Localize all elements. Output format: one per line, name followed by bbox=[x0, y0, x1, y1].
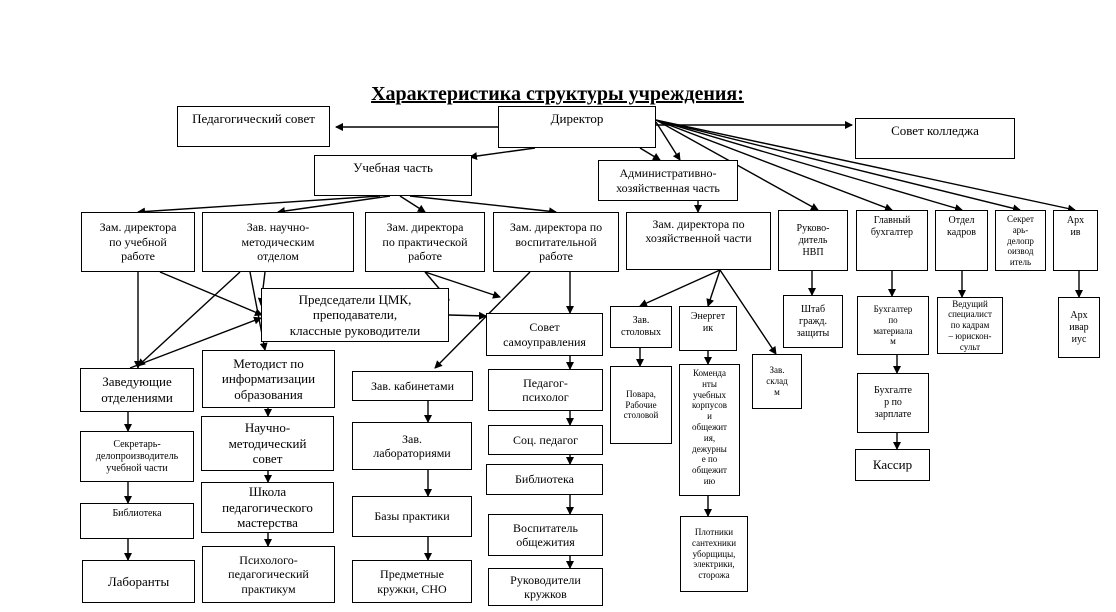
connector-arrow bbox=[399, 195, 426, 213]
node-civil-defense: Штаб гражд. защиты bbox=[783, 295, 843, 348]
node-head-method: Зав. научно- методическим отделом bbox=[202, 212, 354, 272]
node-psych-workshop: Психолого- педагогический практикум bbox=[202, 546, 335, 603]
node-dep-academic: Зам. директора по учебной работе bbox=[81, 212, 195, 272]
connector-arrow bbox=[639, 269, 721, 307]
node-school-skill: Школа педагогического мастерства bbox=[201, 482, 334, 533]
node-ped-council: Педагогический совет bbox=[177, 106, 330, 147]
connector-arrow bbox=[655, 119, 1076, 213]
node-payroll-accountant: Бухгалте р по зарплате bbox=[857, 373, 929, 433]
node-cashier: Кассир bbox=[855, 449, 930, 481]
node-energy: Энергет ик bbox=[679, 306, 737, 351]
node-nvp-head: Руково- дитель НВП bbox=[778, 210, 848, 271]
node-library-education: Библиотека bbox=[486, 464, 603, 495]
node-canteen-head: Зав. столовых bbox=[610, 306, 672, 348]
node-dep-economic: Зам. директора по хозяйственной части bbox=[626, 212, 771, 270]
node-material-accountant: Бухгалтер по материала м bbox=[857, 296, 929, 355]
node-dorm-educator: Воспитатель общежития bbox=[488, 514, 603, 556]
connector-arrow bbox=[706, 269, 721, 307]
node-maintenance-workers: Плотники сантехники уборщицы, электрики,… bbox=[680, 516, 748, 592]
connector-arrow bbox=[655, 119, 963, 212]
connector-arrow bbox=[277, 195, 391, 215]
connector-arrow bbox=[719, 269, 777, 355]
connector-arrow bbox=[159, 271, 263, 316]
node-lab-assistants: Лаборанты bbox=[82, 560, 195, 603]
connector-arrow bbox=[655, 119, 1021, 213]
node-archivist: Арх ивар иус bbox=[1058, 297, 1100, 358]
node-cab-heads: Зав. кабинетами bbox=[352, 371, 473, 401]
node-hr-dept: Отдел кадров bbox=[935, 210, 988, 271]
node-admin-econ-part: Административно- хозяйственная часть bbox=[598, 160, 738, 201]
node-hr-specialist: Ведущий специалист по кадрам – юрискон- … bbox=[937, 297, 1003, 354]
node-clubs-sno: Предметные кружки, СНО bbox=[352, 560, 472, 603]
node-director: Директор bbox=[498, 106, 656, 148]
connector-arrow bbox=[129, 316, 262, 369]
node-club-leaders: Руководители кружков bbox=[488, 568, 603, 606]
node-dep-practice: Зам. директора по практической работе bbox=[365, 212, 485, 272]
connector-arrow bbox=[655, 121, 681, 161]
node-academic-part: Учебная часть bbox=[314, 155, 472, 196]
node-secretary-top: Секрет арь- делопр оизвод итель bbox=[995, 210, 1046, 271]
connector-arrow bbox=[409, 195, 557, 216]
node-warehouse-head: Зав. склад м bbox=[752, 354, 802, 409]
node-dep-education: Зам. директора по воспитательной работе bbox=[493, 212, 619, 272]
connector-arrow bbox=[655, 119, 893, 212]
connector-arrow bbox=[137, 195, 381, 216]
node-self-government: Совет самоуправления bbox=[486, 313, 603, 356]
connector-arrow bbox=[639, 147, 661, 161]
connector-arrow bbox=[137, 271, 241, 367]
node-commandants: Коменда нты учебных корпусов и общежит и… bbox=[679, 364, 740, 496]
node-sci-council: Научно- методический совет bbox=[201, 416, 334, 471]
node-it-methodist: Методист по информатизации образования bbox=[202, 350, 335, 408]
node-social-pedagogue: Соц. педагог bbox=[488, 425, 603, 455]
node-chief-accountant: Главный бухгалтер bbox=[856, 210, 928, 271]
node-pmc-chairs: Председатели ЦМК, преподаватели, классны… bbox=[261, 288, 449, 342]
connector-arrow bbox=[424, 271, 501, 299]
node-lab-heads: Зав. лабораториями bbox=[352, 422, 472, 470]
node-archive: Арх ив bbox=[1053, 210, 1098, 271]
node-cooks: Повара, Рабочие столовой bbox=[610, 366, 672, 444]
node-psychologist: Педагог- психолог bbox=[488, 369, 603, 411]
node-practice-bases: Базы практики bbox=[352, 496, 472, 537]
node-secretary-academic: Секретарь- делопроизводитель учебной час… bbox=[80, 431, 194, 482]
node-college-council: Совет колледжа bbox=[855, 118, 1015, 159]
diagram-title: Характеристика структуры учреждения: bbox=[371, 83, 744, 105]
connector-arrow bbox=[434, 271, 531, 369]
connector-arrow bbox=[448, 311, 487, 320]
node-library-academic: Библиотека bbox=[80, 503, 194, 539]
node-dept-heads: Заведующие отделениями bbox=[80, 368, 194, 412]
connector-arrow bbox=[469, 147, 536, 161]
